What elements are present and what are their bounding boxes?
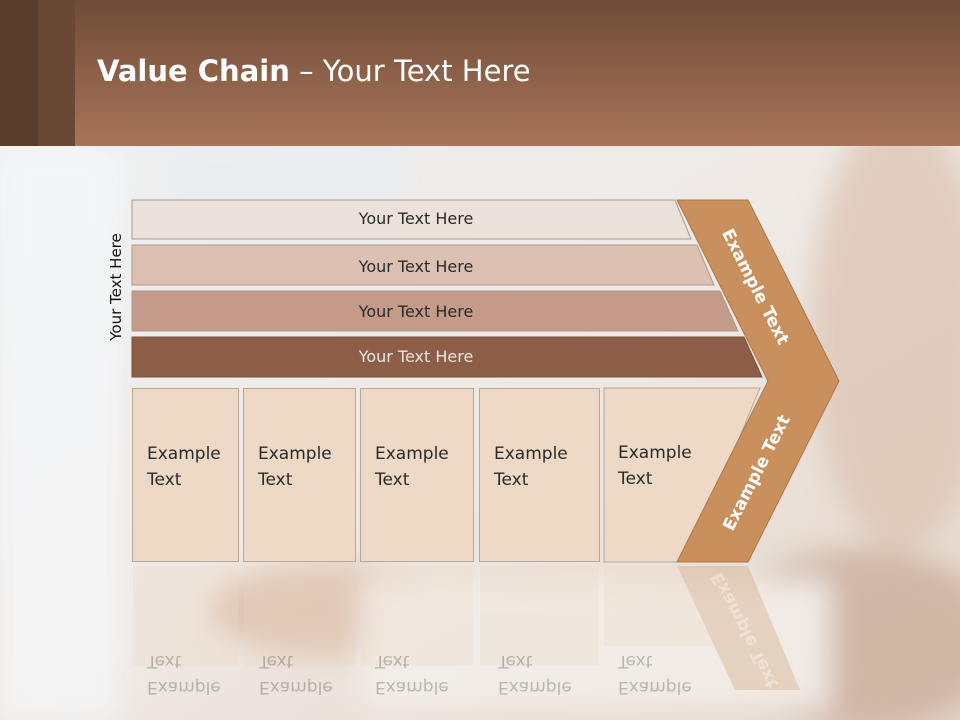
box-3-reflection-line2: Text [375,651,410,671]
band-2[interactable] [131,244,715,286]
box-1-reflection-line1: Example [147,677,221,697]
band-1-label: Your Text Here [358,209,474,228]
box-1-reflection: Example Text [147,640,221,700]
band-3-label: Your Text Here [358,302,474,321]
header-stripe [0,0,38,146]
box-3-line1: Example [375,444,449,464]
page-title: Value Chain – Your Text Here [97,54,531,88]
header-stripe [38,0,75,146]
box-5-line1: Example [618,443,692,463]
box-4-line1: Example [494,444,568,464]
box-3-reflection: Example Text [375,640,449,700]
box-4-reflection-line2: Text [498,651,533,671]
box-4-reflection-line1: Example [498,677,572,697]
box-2-reflection-line1: Example [259,677,333,697]
box-3-line2: Text [375,470,410,490]
band-3[interactable] [131,290,739,332]
band-2-label: Your Text Here [358,257,474,276]
title-rest: – Your Text Here [289,54,531,88]
box-4-reflection: Example Text [498,640,572,700]
box-1-line2: Text [147,470,182,490]
box-2-line2: Text [258,470,293,490]
box-2-reflection: Example Text [259,640,333,700]
box-2-line1: Example [258,444,332,464]
header-bar [0,0,960,146]
title-bold: Value Chain [97,54,290,88]
reflection-group [133,566,800,690]
box-2-reflection-line2: Text [259,651,294,671]
band-1[interactable] [131,199,692,240]
box-5-line2: Text [618,469,653,489]
box-5-reflection-line2: Text [618,651,653,671]
box-3-reflection-line1: Example [375,677,449,697]
box-4-line2: Text [494,470,529,490]
band-4-label: Your Text Here [358,347,474,366]
box-1-line1: Example [147,444,221,464]
box-5-reflection-line1: Example [618,677,692,697]
box-1-reflection-line2: Text [147,651,182,671]
band-4[interactable] [131,336,763,378]
chevron-arrow[interactable] [676,199,840,563]
box-5-reflection: Example Text [618,640,692,700]
